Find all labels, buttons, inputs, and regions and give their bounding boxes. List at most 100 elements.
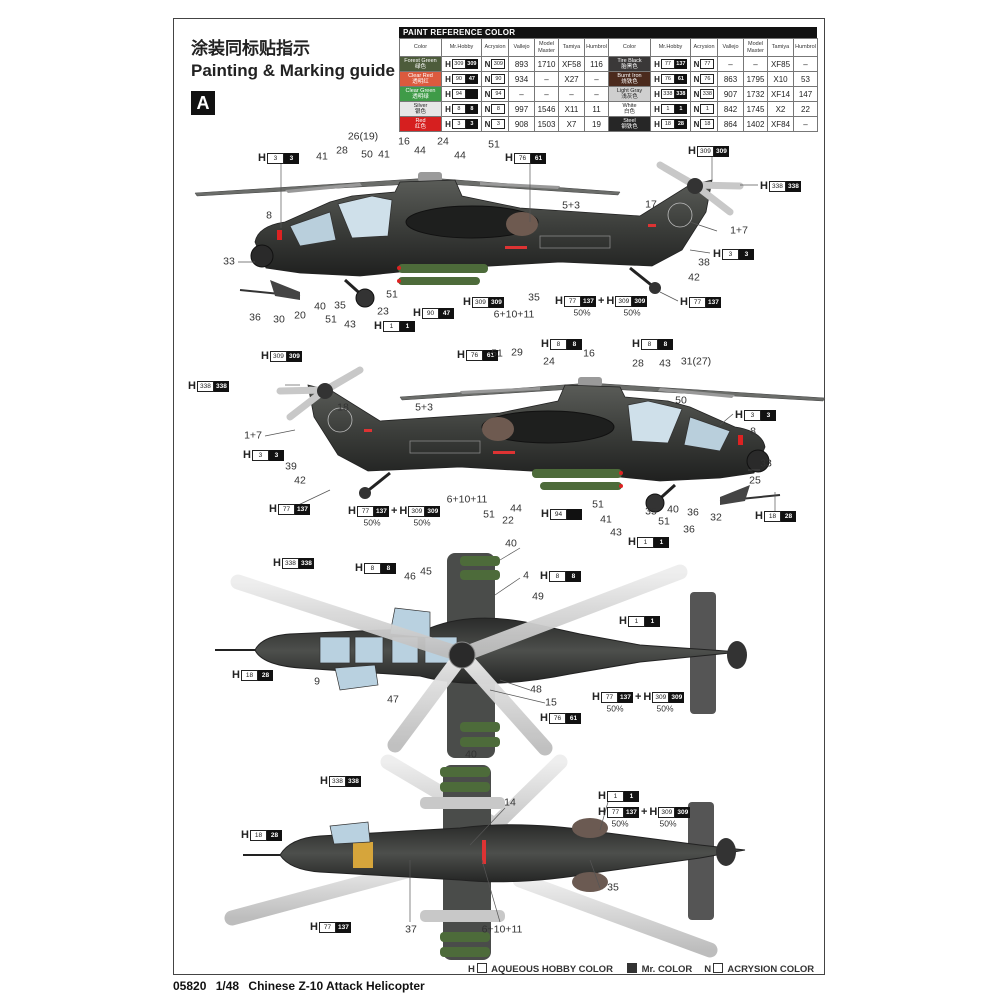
hobby-prefix: H [445, 59, 451, 69]
part-number-callout: 16 [583, 347, 595, 360]
acrysion-code: 309 [491, 59, 506, 69]
mr-color-code: 1 [674, 104, 687, 114]
sheet-letter-badge: A [191, 91, 215, 115]
mr-color-code: 309 [488, 296, 504, 308]
part-number-callout: 37 [405, 923, 417, 936]
mr-color-code: 8 [566, 338, 582, 350]
part-number-callout: 51 [386, 288, 398, 301]
legend-aqueous: H AQUEOUS HOBBY COLOR [468, 963, 613, 975]
part-number-callout: 16 [398, 135, 410, 148]
column-header: Tamiya [558, 38, 585, 57]
color-name-cn: 钢铁色 [621, 124, 638, 130]
aqueous-code: 77 [660, 59, 675, 69]
vallejo-cell: 893 [508, 56, 535, 72]
paint-table-title: PAINT REFERENCE COLOR [399, 27, 817, 38]
humbrol-cell: 11 [584, 101, 609, 117]
part-number-callout: 1+7 [244, 429, 262, 442]
mr-color-code: 137 [580, 295, 596, 307]
mr-color-code: 1 [399, 320, 415, 332]
aqueous-code: 77 [606, 806, 624, 818]
aqueous-code: 77 [688, 296, 706, 308]
vallejo-cell: – [717, 56, 744, 72]
aqueous-code: 1 [382, 320, 400, 332]
part-number-callout: 41 [378, 148, 390, 161]
legend-acrysion-label: ACRYSION COLOR [727, 964, 815, 975]
mr-color-code: 309 [286, 350, 302, 362]
mr-color-code: 338 [213, 380, 229, 392]
color-name: Silver [413, 102, 428, 109]
hobby-prefix: H [355, 562, 363, 574]
acrysion-code: 90 [491, 74, 506, 84]
mr-color-code: 3 [283, 152, 299, 164]
part-number-callout: 51 [491, 347, 503, 360]
aqueous-code: 338 [196, 380, 214, 392]
part-number-callout: 41 [600, 513, 612, 526]
aqueous-code: 8 [548, 570, 566, 582]
hobby-prefix: H [654, 89, 660, 99]
hobby-prefix: H [654, 59, 660, 69]
mix-ratio: 50% [623, 307, 641, 318]
hobby-prefix: H [457, 349, 465, 361]
part-number-callout: 44 [510, 502, 522, 515]
model_master-cell: – [743, 56, 768, 72]
hobby-prefix: H [654, 119, 660, 129]
part-number-callout: 50 [361, 148, 373, 161]
model_master-cell: 1402 [743, 116, 768, 132]
part-number-callout: 42 [688, 271, 700, 284]
aqueous-code: 3 [743, 409, 761, 421]
part-number-callout: 6+10+11 [493, 308, 535, 321]
part-number-callout: 32 [710, 511, 722, 524]
aqueous-code: 76 [465, 349, 483, 361]
aqueous-code: 18 [660, 119, 675, 129]
part-number-callout: 49 [532, 590, 544, 603]
color-name-cn: 烧铁色 [621, 79, 638, 85]
legend-mr-color: Mr. COLOR [625, 963, 692, 975]
part-number-callout: 26(19) [347, 130, 379, 143]
humbrol-cell: 116 [584, 56, 609, 72]
part-number-callout: 30 [273, 313, 285, 326]
aqueous-code: 1 [660, 104, 675, 114]
part-number-callout: 36 [683, 523, 695, 536]
acrysion-prefix: N [484, 104, 491, 114]
hobby-prefix: H [374, 320, 382, 332]
product-title: Chinese Z-10 Attack Helicopter [248, 979, 425, 993]
mr-color-code: 309 [632, 295, 648, 307]
mr-color-code: 47 [465, 74, 478, 84]
vallejo-cell: 864 [717, 116, 744, 132]
aqueous-code: 309 [451, 59, 466, 69]
color-name-cn: 白色 [623, 109, 635, 115]
mr-color-code: 338 [674, 89, 687, 99]
aqueous-code: 77 [600, 691, 618, 703]
color-name-cn: 透明绿 [412, 94, 429, 100]
hobby-prefix: H [243, 449, 251, 461]
